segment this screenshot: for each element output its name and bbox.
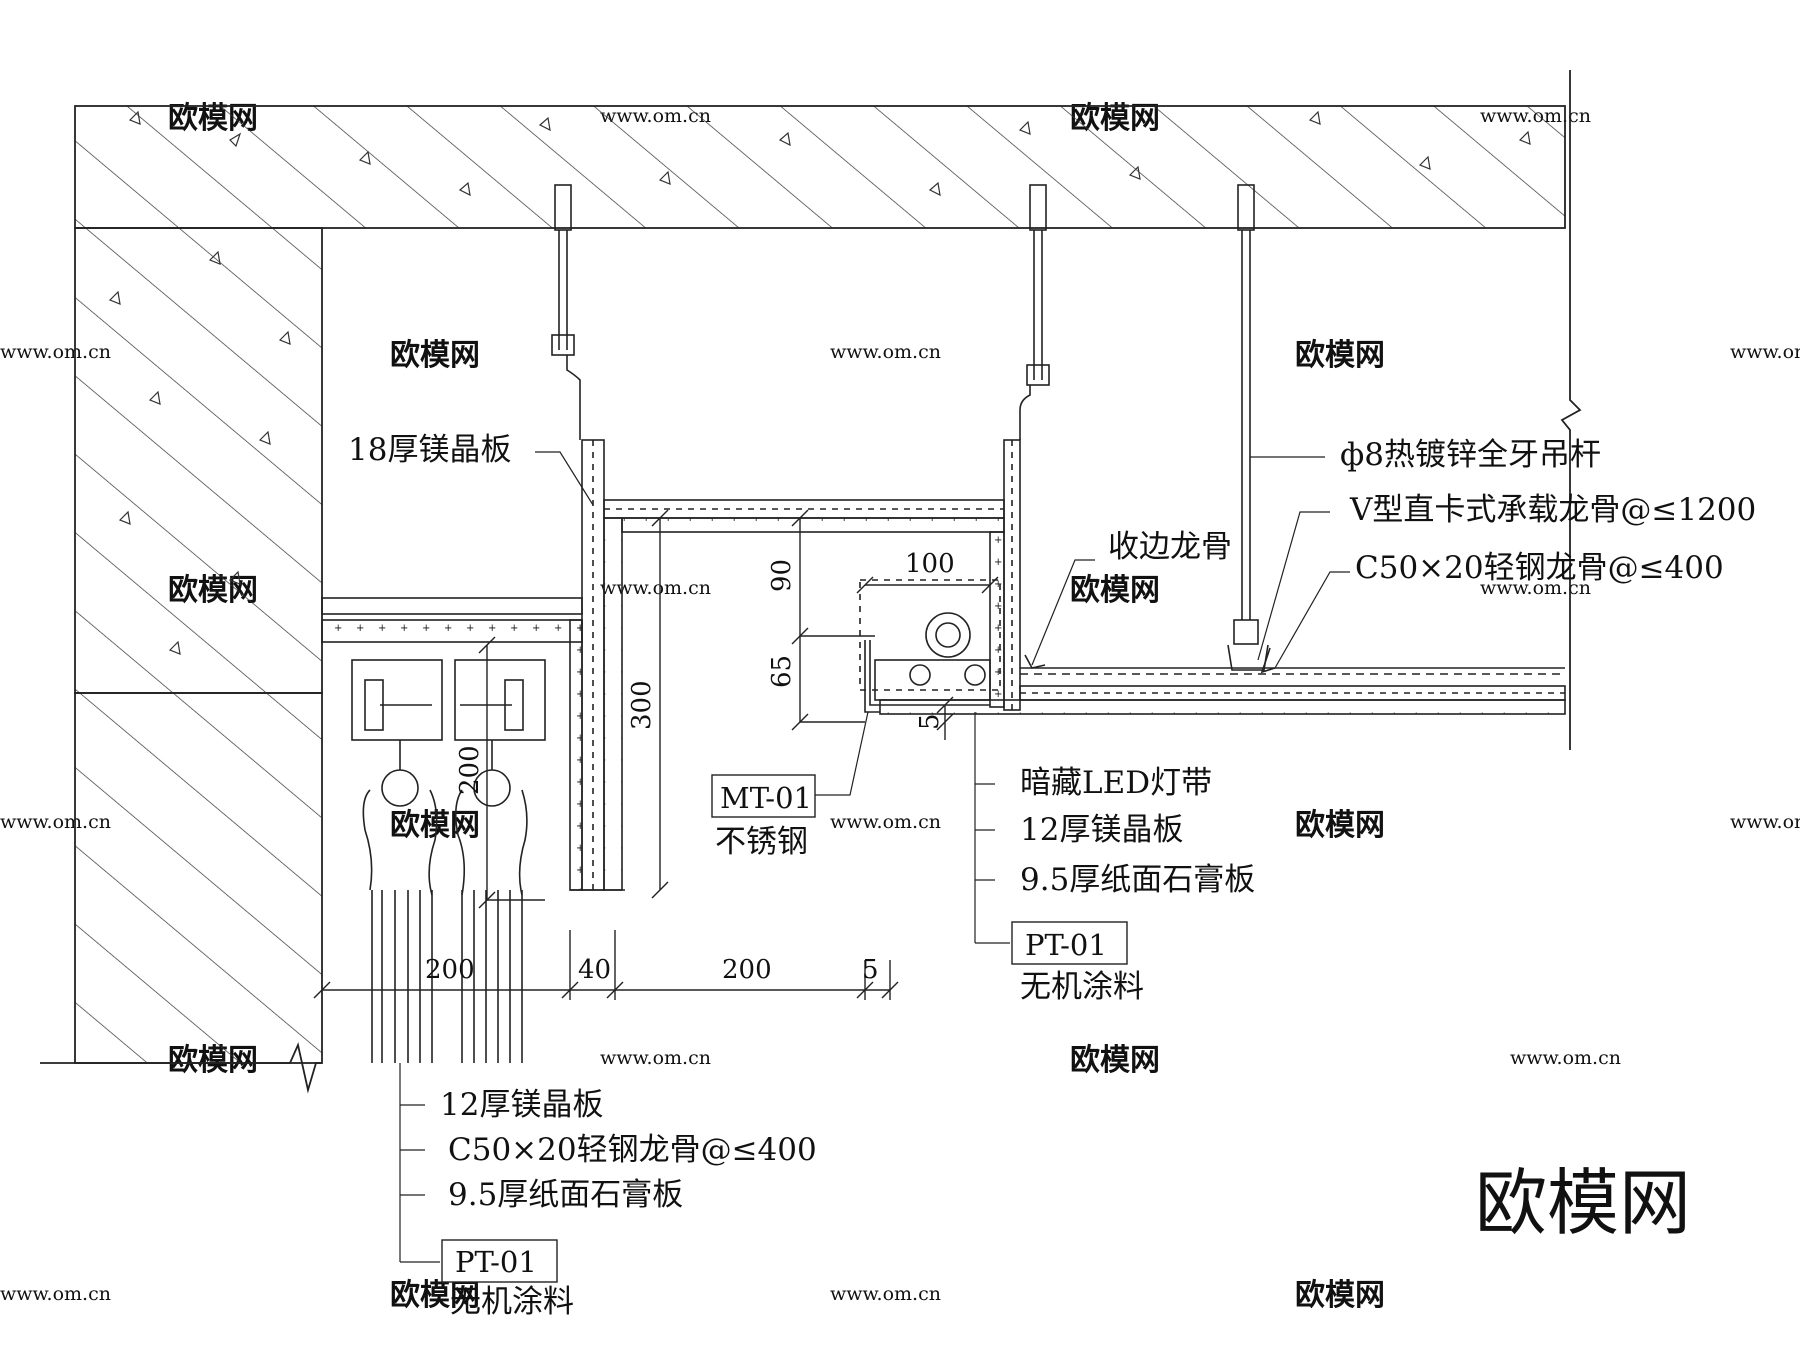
aggregate-marks <box>108 110 1531 655</box>
concrete-slab <box>74 105 1566 229</box>
label-mt01-code: MT-01 <box>720 781 812 815</box>
watermark-url: www.om.cn <box>830 341 941 363</box>
led-channel <box>874 659 991 701</box>
led-cove <box>859 579 1001 713</box>
watermark-url: www.om.cn <box>0 1283 111 1305</box>
labels: 18厚镁晶板 ф8热镀锌全牙吊杆 V型直卡式承载龙骨@≤1200 收边龙骨 C5… <box>348 432 1756 1320</box>
label-rod: ф8热镀锌全牙吊杆 <box>1340 437 1601 473</box>
watermark-url: www.om.cn <box>1480 577 1591 599</box>
dim-5-vertical: 5 <box>915 713 945 730</box>
watermark-text: 欧模网 <box>1295 338 1385 373</box>
watermark-url: www.om.cn <box>600 1047 711 1069</box>
stainless-trim <box>864 640 880 713</box>
anchor-bolt <box>1029 184 1047 231</box>
watermark-text: 欧模网 <box>390 338 480 373</box>
dim-65: 65 <box>767 655 797 688</box>
concrete-beam <box>74 227 323 694</box>
track-left <box>351 659 443 741</box>
dim-5: 5 <box>862 955 879 985</box>
tag-boxes <box>441 774 1128 1283</box>
ceiling-boards <box>321 439 1566 891</box>
dim-100: 100 <box>905 549 955 579</box>
label-c50-right: C50×20轻钢龙骨@≤400 <box>1355 550 1724 586</box>
label-edge-keel: 收边龙骨 <box>1108 529 1232 565</box>
curtain-ring <box>473 769 511 807</box>
label-board-18: 18厚镁晶板 <box>348 432 511 468</box>
label-board-12-right: 12厚镁晶板 <box>1020 812 1183 848</box>
break-line-right <box>1560 70 1582 750</box>
dim-90: 90 <box>767 559 797 592</box>
gypsum-left-vertical <box>569 619 583 891</box>
board-left-lower <box>321 619 583 643</box>
anchor-bolt <box>554 184 572 231</box>
led-strip <box>925 612 971 658</box>
leader-lines <box>399 451 1350 1263</box>
label-v-keel: V型直卡式承载龙骨@≤1200 <box>1349 492 1756 528</box>
brand-logo: 欧模网 <box>1475 1161 1691 1245</box>
watermark-text: 欧模网 <box>1070 1043 1160 1078</box>
mt01-tag-box <box>711 774 816 818</box>
track-right <box>454 659 546 741</box>
curtain-fold <box>362 789 438 896</box>
dim-300: 300 <box>627 680 657 730</box>
watermark-url: www.om.cn <box>830 1283 941 1305</box>
watermark-text: 欧模网 <box>1295 1278 1385 1313</box>
watermark-text: 欧模网 <box>1070 573 1160 608</box>
label-c50-left: C50×20轻钢龙骨@≤400 <box>448 1132 817 1168</box>
label-gypsum-left: 9.5厚纸面石膏板 <box>448 1177 683 1213</box>
dim-200-a: 200 <box>425 955 475 985</box>
board-18-vertical <box>581 439 605 891</box>
board-12-right <box>1019 685 1566 701</box>
label-led: 暗藏LED灯带 <box>1020 765 1212 801</box>
pt01-left-tag-box <box>441 1239 558 1283</box>
board-inner-vertical <box>603 517 623 891</box>
watermark-url: www.om.cn <box>830 811 941 833</box>
concrete-structure <box>40 70 1582 1094</box>
watermark-url: www.om.cn <box>1510 1047 1621 1069</box>
dim-40: 40 <box>578 955 611 985</box>
concrete-wall <box>74 692 323 1064</box>
pt01-right-tag-box <box>1011 921 1128 965</box>
curtain-fold <box>454 789 528 896</box>
label-pt01-left-name: 无机涂料 <box>450 1284 574 1320</box>
dimension-lines <box>313 509 999 1000</box>
label-mt01-name: 不锈钢 <box>715 824 808 860</box>
watermark-text: 欧模网 <box>390 1278 480 1313</box>
gypsum-cove-right <box>989 531 1005 708</box>
break-line-bottom <box>40 1042 322 1094</box>
curtain-ring <box>381 769 419 807</box>
dim-200-vertical: 200 <box>455 745 485 795</box>
curtain-track <box>351 659 546 1063</box>
label-gypsum-right: 9.5厚纸面石膏板 <box>1020 862 1255 898</box>
watermark-text: 欧模网 <box>1295 808 1385 843</box>
label-pt01-right-code: PT-01 <box>1025 928 1107 962</box>
board-left-upper <box>321 597 583 615</box>
dim-200-b: 200 <box>722 955 772 985</box>
anchor-bolt <box>1237 184 1255 231</box>
watermark-url: www.om.cn <box>1730 341 1800 363</box>
edge-keel <box>1024 654 1046 669</box>
label-pt01-right-name: 无机涂料 <box>1020 969 1144 1005</box>
label-board-12-left: 12厚镁晶板 <box>440 1087 603 1123</box>
gypsum-cove-top <box>621 517 1005 533</box>
watermark-url: www.om.cn <box>600 577 711 599</box>
dimension-texts: 100 90 65 300 200 5 200 40 200 5 <box>425 549 955 985</box>
label-pt01-left-code: PT-01 <box>455 1245 537 1279</box>
gypsum-right <box>879 699 1566 715</box>
watermark-url: www.om.cn <box>1730 811 1800 833</box>
hanger-rods <box>551 184 1269 671</box>
